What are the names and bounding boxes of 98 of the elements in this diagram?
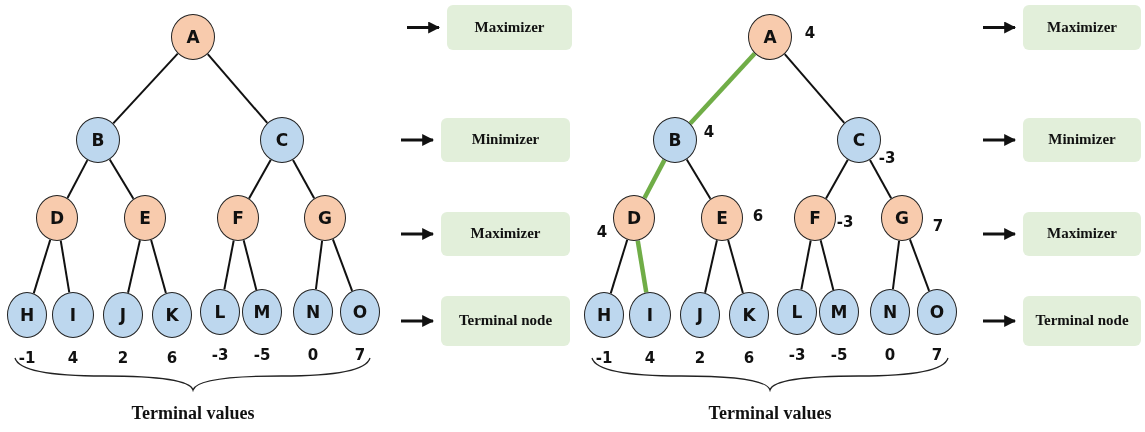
node-value: 4 [644,349,656,367]
node-value: 4 [596,223,608,241]
arrow [407,21,441,34]
tree-branch [642,159,667,200]
arrow [983,21,1017,34]
tree-branch [223,239,235,291]
tree-node: L [200,289,240,335]
role-label-box: Minimizer [1023,118,1141,162]
tree-node: G [881,195,923,241]
tree-node: H [7,292,47,338]
role-label-box: Maximizer [1023,212,1141,256]
node-value: 6 [752,207,764,225]
tree-node: E [124,195,166,241]
role-label-box: Maximizer [447,5,572,50]
tree-node: K [152,292,192,338]
tree-branch [242,239,258,291]
node-value: -3 [836,213,854,231]
tree-branch [704,239,718,294]
tree-branch [248,158,272,200]
tree-node: L [777,289,817,335]
tree-node: D [36,195,78,241]
tree-node: A [171,14,215,60]
tree-branch [206,53,269,124]
tree-branch [59,239,71,294]
tree-node: O [340,289,380,335]
node-value: -3 [788,346,806,364]
role-label-box: Minimizer [441,118,570,162]
tree-node: D [613,195,655,241]
node-value: 6 [743,349,755,367]
role-label-box: Maximizer [441,212,570,256]
arrow [983,228,1017,240]
node-value: -1 [595,349,613,367]
tree-branch [150,239,167,295]
tree-branch [800,239,812,291]
tree-node: M [819,289,859,335]
node-value: 2 [694,349,706,367]
tree-branch [292,158,316,200]
node-value: 4 [67,349,79,367]
node-value: -5 [253,346,271,364]
tree-branch [127,239,141,294]
caption-label: Terminal values [131,403,255,424]
node-value: 7 [931,346,943,364]
node-value: 7 [354,346,366,364]
tree-branch [908,238,931,292]
role-label-box: Terminal node [441,296,570,346]
tree-branch [635,240,649,293]
node-value: 6 [166,349,178,367]
node-value: 2 [117,349,129,367]
tree-branch [108,158,135,200]
tree-node: F [794,195,836,241]
tree-node: K [729,292,769,338]
tree-node: B [653,117,697,163]
tree-node: G [304,195,346,241]
tree-node: F [217,195,259,241]
tree-node: M [242,289,282,335]
tree-branch [331,238,354,292]
tree-branch [314,239,324,291]
tree-branch [688,52,757,125]
tree-branch [66,159,89,200]
tree-branch [891,239,901,291]
role-label-box: Maximizer [1023,5,1141,50]
tree-node: E [701,195,743,241]
tree-node: C [260,117,304,163]
tree-branch [727,239,744,295]
tree-branch [609,238,629,295]
tree-branch [685,158,712,200]
arrow [401,228,435,240]
arrow [983,134,1017,146]
tree-node: I [629,292,671,338]
tree-node: O [917,289,957,335]
tree-node: A [748,14,792,60]
tree-node: J [680,292,720,338]
tree-branch [819,239,835,291]
tree-branch [869,158,893,200]
node-value: 0 [307,346,319,364]
tree-node: N [293,289,333,335]
node-value: 4 [804,24,816,42]
tree-node: I [52,292,94,338]
tree-node: J [103,292,143,338]
role-label-box: Terminal node [1023,296,1141,346]
node-value: -3 [211,346,229,364]
tree-branch [783,53,846,124]
caption-label: Terminal values [708,403,832,424]
tree-branch [825,158,849,200]
tree-node: B [76,117,120,163]
arrow [401,134,435,146]
tree-branch [32,238,52,295]
tree-branch [112,52,179,125]
node-value: -1 [18,349,36,367]
node-value: 7 [932,217,944,235]
node-value: -3 [878,149,896,167]
node-value: 4 [703,123,715,141]
tree-node: N [870,289,910,335]
node-value: 0 [884,346,896,364]
arrow [983,315,1017,327]
arrow [401,315,435,327]
node-value: -5 [830,346,848,364]
tree-node: H [584,292,624,338]
